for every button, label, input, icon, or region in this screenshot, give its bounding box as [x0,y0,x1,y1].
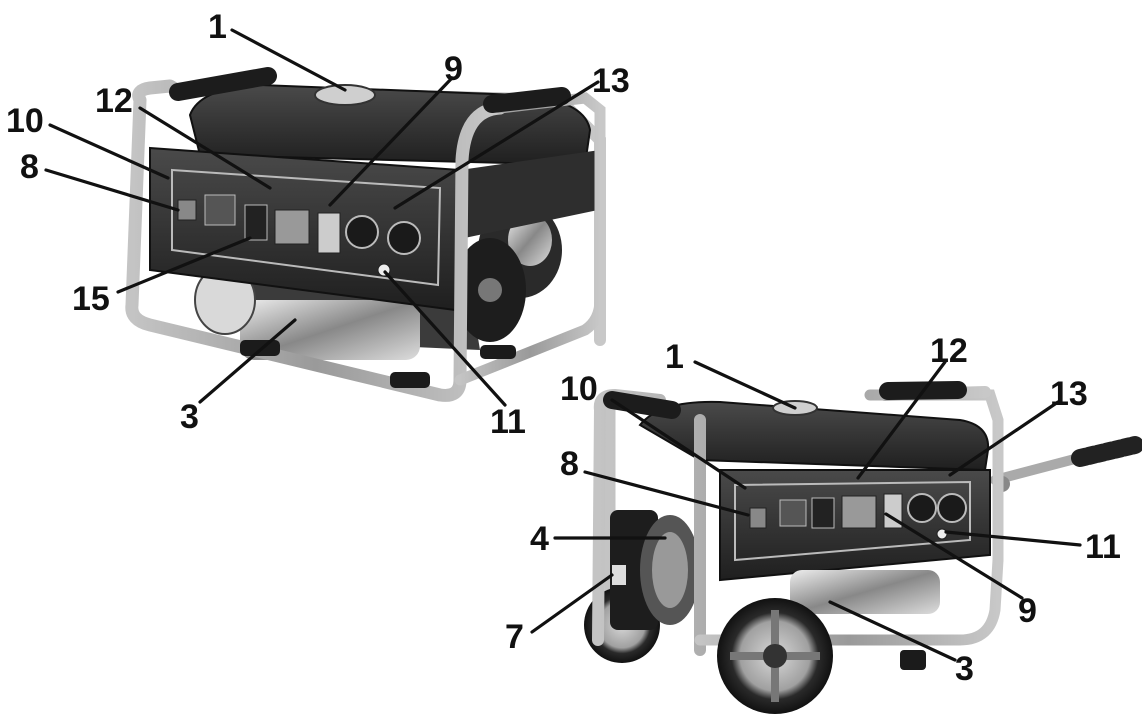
callout-left-12: 12 [95,82,133,120]
callout-labels-left: 1 9 12 13 10 8 15 3 11 [6,8,630,441]
callout-right-13: 13 [1050,375,1088,413]
callout-right-10: 10 [560,370,598,408]
callout-left-15: 15 [72,280,110,318]
callout-labels-right: 1 12 10 13 8 4 7 11 9 3 [505,332,1121,688]
generator-right [584,381,1142,714]
callout-right-7: 7 [505,618,524,656]
callout-right-12: 12 [930,332,968,370]
callout-right-4: 4 [530,520,549,558]
callout-left-9: 9 [444,50,463,88]
callout-left-13: 13 [592,62,630,100]
callout-right-1: 1 [665,338,684,376]
callout-right-8: 8 [560,445,579,483]
callout-right-9: 9 [1018,592,1037,630]
leader-lines [44,28,1082,662]
callout-right-11: 11 [1085,528,1121,566]
callout-left-3: 3 [180,398,199,436]
callout-left-11: 11 [490,403,526,441]
callout-left-8: 8 [20,148,39,186]
callout-left-1: 1 [208,8,227,46]
callout-left-10: 10 [6,102,44,140]
callout-right-3: 3 [955,650,974,688]
generator-left [125,67,606,402]
